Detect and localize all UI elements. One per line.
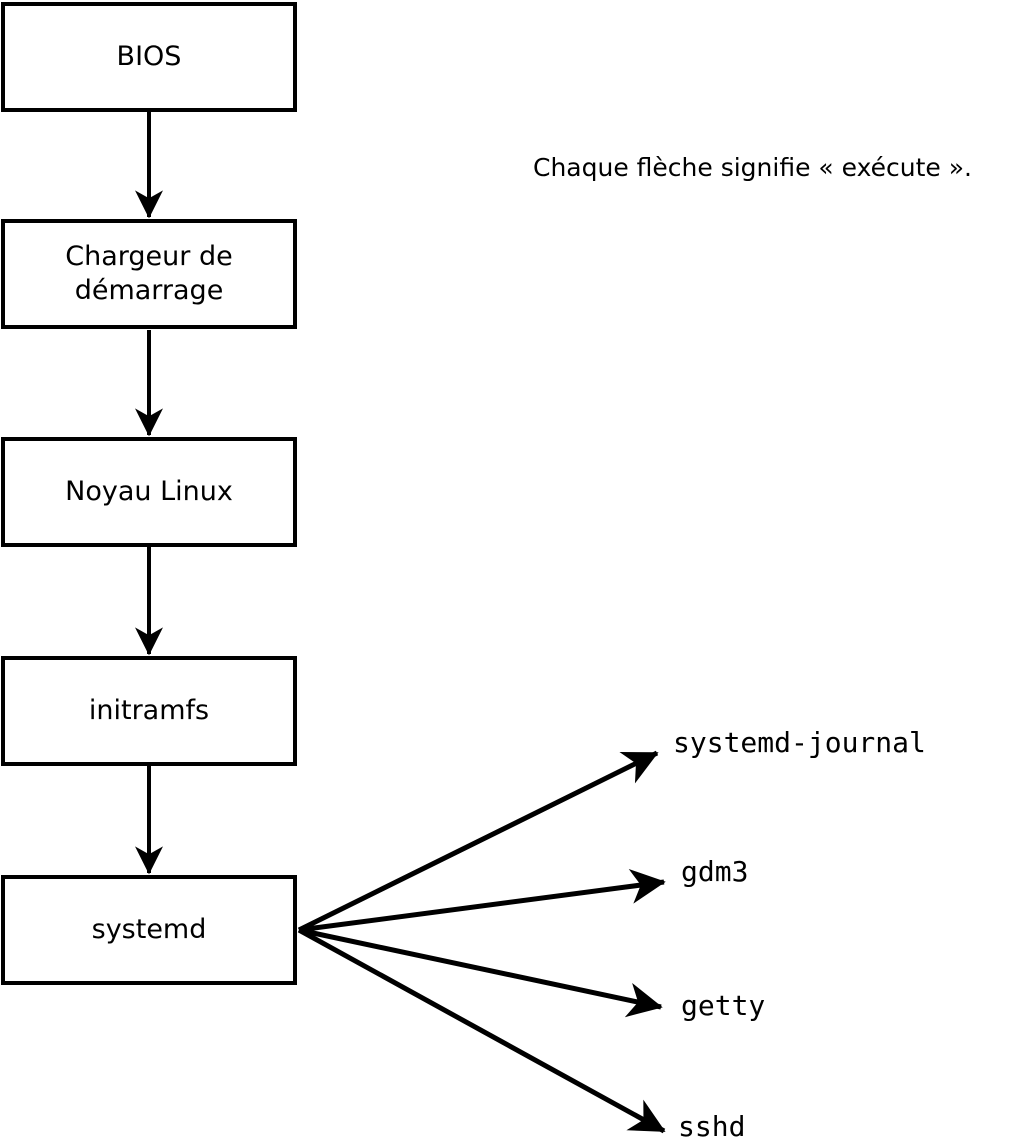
box-bootloader-label-line1: Chargeur de [65,241,233,273]
process-label-sshd: sshd [678,1110,746,1143]
arrow-systemd-to-gdm3 [298,868,666,933]
arrow-systemd-to-journal [297,750,659,933]
process-label-systemd-journal: systemd-journal [673,726,926,759]
box-kernel: Noyau Linux [1,437,297,547]
box-systemd-label: systemd [91,914,207,946]
process-label-gdm3: gdm3 [681,855,749,888]
box-initramfs: initramfs [1,656,297,766]
box-bootloader: Chargeur de démarrage [1,219,297,329]
process-label-getty: getty [681,989,766,1022]
box-bootloader-label-line2: démarrage [74,275,224,306]
box-initramfs-label: initramfs [88,695,210,727]
box-bios: BIOS [1,2,297,112]
note-arrow-meaning: Chaque flèche signifie « exécute ». [533,153,972,182]
box-systemd: systemd [1,875,297,985]
box-kernel-label: Noyau Linux [65,476,233,508]
arrow-systemd-to-getty [298,927,663,1018]
box-bios-label: BIOS [116,41,182,73]
arrow-systemd-to-sshd [297,927,666,1134]
